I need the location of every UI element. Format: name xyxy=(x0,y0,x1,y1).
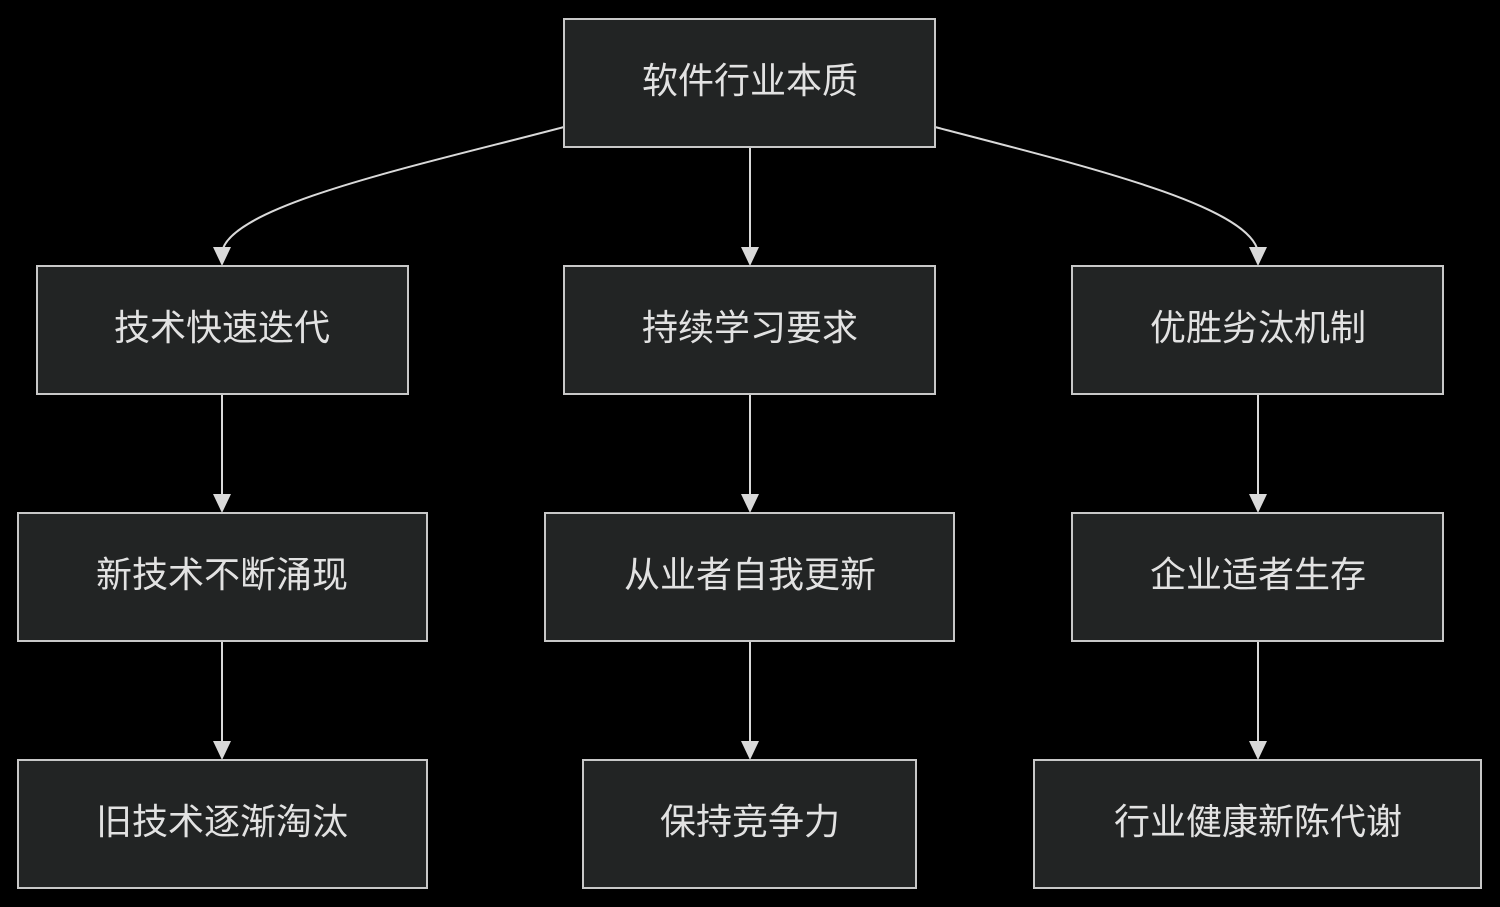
node-box xyxy=(1071,512,1444,642)
node-label: 企业适者生存 xyxy=(1150,555,1366,596)
node-box xyxy=(563,265,936,395)
arrow-head-icon xyxy=(1249,247,1267,266)
node-old-tech-phasing-out: 旧技术逐渐淘汰 xyxy=(17,759,428,889)
node-label: 行业健康新陈代谢 xyxy=(1114,802,1402,843)
arrow-head-icon xyxy=(1249,494,1267,513)
node-label: 优胜劣汰机制 xyxy=(1150,308,1366,349)
arrow-head-icon xyxy=(741,494,759,513)
edges xyxy=(221,126,1259,746)
node-root: 软件行业本质 xyxy=(563,18,936,148)
node-tech-iteration: 技术快速迭代 xyxy=(36,265,409,395)
node-enterprise-survival: 企业适者生存 xyxy=(1071,512,1444,642)
node-continuous-learning: 持续学习要求 xyxy=(563,265,936,395)
arrow-head-icon xyxy=(213,247,231,266)
node-label: 软件行业本质 xyxy=(642,61,858,102)
node-label: 保持竞争力 xyxy=(660,802,840,843)
node-box xyxy=(1071,265,1444,395)
arrow-head-icon xyxy=(1249,741,1267,760)
node-box xyxy=(36,265,409,395)
node-industry-metabolism: 行业健康新陈代谢 xyxy=(1033,759,1482,889)
node-self-update: 从业者自我更新 xyxy=(544,512,955,642)
node-box xyxy=(17,759,428,889)
node-label: 技术快速迭代 xyxy=(114,308,330,349)
node-label: 持续学习要求 xyxy=(642,308,858,349)
node-box xyxy=(17,512,428,642)
node-label: 从业者自我更新 xyxy=(624,555,876,596)
node-stay-competitive: 保持竞争力 xyxy=(582,759,917,889)
arrow-head-icon xyxy=(213,494,231,513)
arrow-head-icon xyxy=(741,741,759,760)
node-box xyxy=(544,512,955,642)
arrow-head-icon xyxy=(741,247,759,266)
node-survival-mechanism: 优胜劣汰机制 xyxy=(1071,265,1444,395)
arrow-head-icon xyxy=(213,741,231,760)
edge-root-to-tech-iteration xyxy=(221,126,565,253)
node-label: 新技术不断涌现 xyxy=(96,555,348,596)
node-box xyxy=(563,18,936,148)
node-label: 旧技术逐渐淘汰 xyxy=(96,802,348,843)
arrowheads xyxy=(213,247,1267,760)
node-box xyxy=(1033,759,1482,889)
node-new-tech-emerging: 新技术不断涌现 xyxy=(17,512,428,642)
edge-root-to-survival-mechanism xyxy=(934,126,1259,253)
node-box xyxy=(582,759,917,889)
